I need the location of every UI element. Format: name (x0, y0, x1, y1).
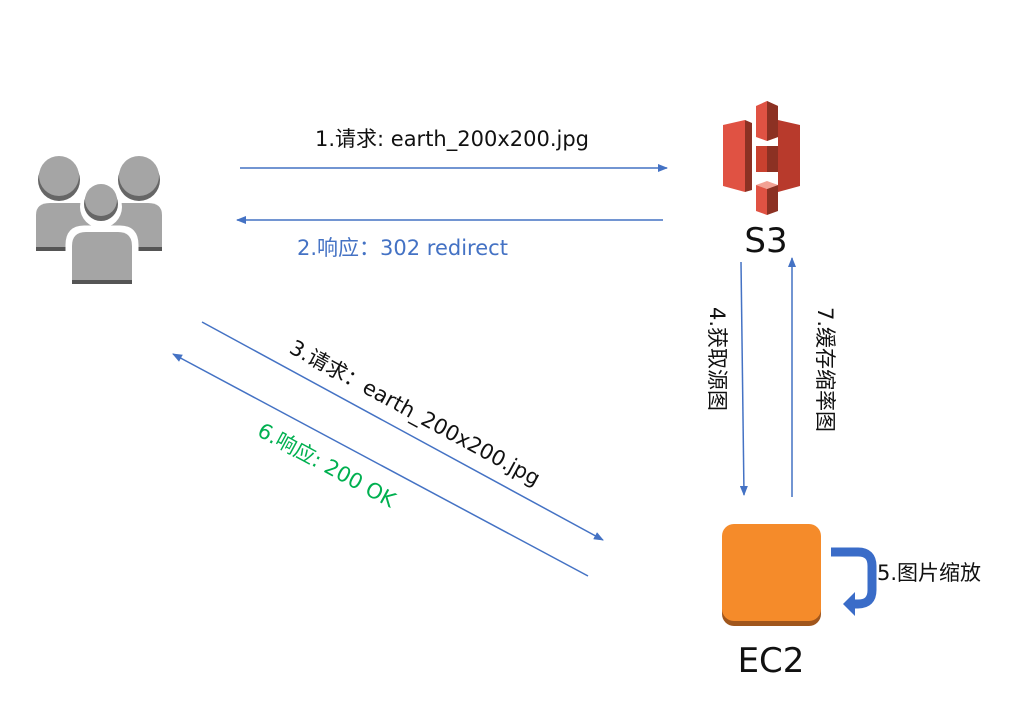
s3-bucket-icon (723, 101, 800, 215)
step-2-label: 2.响应：302 redirect (297, 236, 508, 260)
users-icon (36, 156, 162, 287)
loop-arrow-icon (831, 547, 877, 616)
step-4-label: 4.获取源图 (705, 307, 729, 411)
step-7-label: 7.缓存缩率图 (813, 307, 837, 432)
ec2-instance-icon (722, 524, 821, 626)
step-5-label: 5.图片缩放 (877, 561, 981, 585)
step-1-label: 1.请求: earth_200x200.jpg (315, 127, 589, 152)
ec2-label: EC2 (738, 641, 805, 681)
step-6-label: 6.响应: 200 OK (254, 418, 401, 513)
step-3-arrow (201, 321, 604, 541)
step-4-arrow (739, 261, 748, 496)
step-6-arrow (172, 353, 589, 577)
s3-label: S3 (744, 221, 787, 261)
